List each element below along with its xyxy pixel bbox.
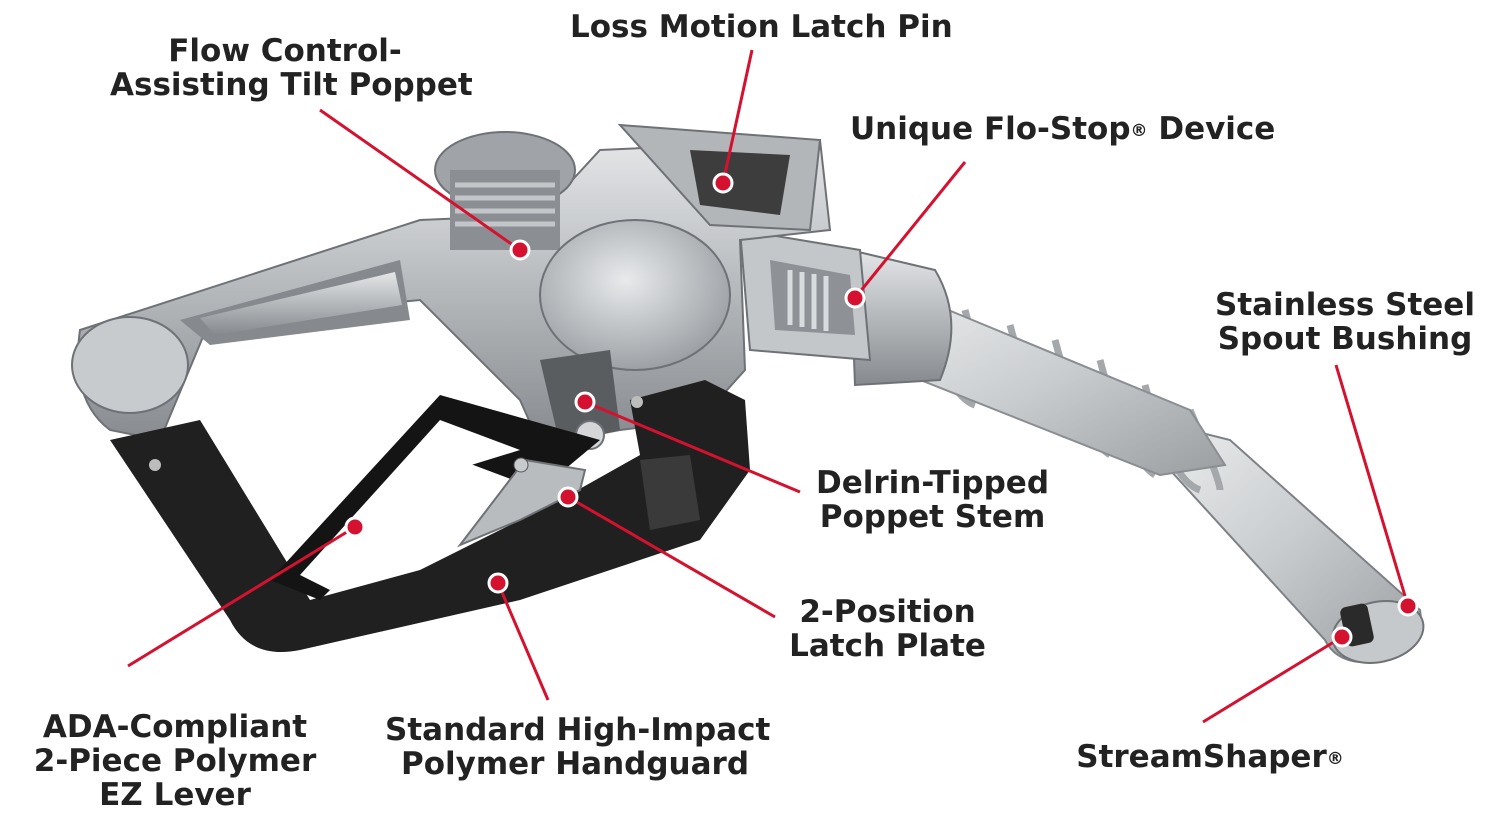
dot-stainless xyxy=(1397,595,1419,617)
leader-flow-control xyxy=(319,108,521,252)
dot-streamshaper xyxy=(1331,626,1353,648)
label-ada: ADA-Compliant 2-Piece Polymer EZ Lever xyxy=(25,710,325,812)
label-stainless: Stainless Steel Spout Bushing xyxy=(1210,288,1480,356)
label-handguard: Standard High-Impact Polymer Handguard xyxy=(385,712,771,782)
dot-latch-plate xyxy=(557,486,579,508)
label-ada-line2: 2-Piece Polymer xyxy=(33,743,317,779)
label-handguard-line2: Polymer Handguard xyxy=(400,746,750,782)
label-stainless-line2: Spout Bushing xyxy=(1217,321,1473,357)
label-flo-stop: Unique Flo-Stop® Device xyxy=(850,111,1275,147)
leader-delrin xyxy=(584,400,801,494)
nozzle-body xyxy=(71,123,832,450)
handguard xyxy=(110,380,750,652)
label-flo-stop-end: Device xyxy=(1147,111,1276,147)
leader-latch-plate xyxy=(567,495,776,619)
leader-loss-motion xyxy=(721,49,754,184)
dot-handguard xyxy=(487,572,509,594)
label-streamshaper-mark: ® xyxy=(1326,749,1344,769)
label-latch-plate: 2-Position Latch Plate xyxy=(780,595,995,663)
callout-dots xyxy=(344,172,1419,648)
label-delrin-line2: Poppet Stem xyxy=(819,499,1046,535)
leader-flo-stop xyxy=(853,161,967,299)
label-latch-plate-line1: 2-Position xyxy=(799,594,976,630)
label-ada-line3: EZ Lever xyxy=(99,777,251,813)
dot-loss-motion xyxy=(712,172,734,194)
label-delrin: Delrin-Tipped Poppet Stem xyxy=(805,466,1060,534)
label-ada-line1: ADA-Compliant xyxy=(42,709,308,745)
leader-streamshaper xyxy=(1202,635,1343,724)
leader-ada xyxy=(127,525,356,668)
label-flo-stop-mark: ® xyxy=(1130,121,1148,141)
label-flow-control-line2: Assisting Tilt Poppet xyxy=(110,67,473,103)
dot-ada xyxy=(344,516,366,538)
dot-flow-control xyxy=(509,239,531,261)
label-loss-motion: Loss Motion Latch Pin xyxy=(570,9,953,45)
dot-delrin xyxy=(574,391,596,413)
label-loss-motion-line1: Loss Motion Latch Pin xyxy=(570,9,953,45)
dot-flo-stop xyxy=(844,287,866,309)
leader-handguard xyxy=(496,582,550,701)
label-flo-stop-text: Unique Flo-Stop xyxy=(850,111,1131,147)
label-handguard-line1: Standard High-Impact xyxy=(385,712,771,748)
label-flow-control: Flow Control- Assisting Tilt Poppet xyxy=(110,33,473,103)
label-delrin-line1: Delrin-Tipped xyxy=(815,465,1050,501)
label-streamshaper: StreamShaper® xyxy=(1075,740,1345,774)
label-streamshaper-text: StreamShaper xyxy=(1076,739,1327,775)
label-flow-control-line1: Flow Control- xyxy=(168,33,402,69)
spout-collar xyxy=(848,248,953,387)
leader-stainless xyxy=(1334,364,1410,607)
leader-lines xyxy=(127,49,1410,724)
ez-lever xyxy=(270,395,600,600)
label-latch-plate-line2: Latch Plate xyxy=(789,628,986,664)
flo-stop-chamber xyxy=(738,228,872,362)
label-stainless-line1: Stainless Steel xyxy=(1215,287,1475,323)
